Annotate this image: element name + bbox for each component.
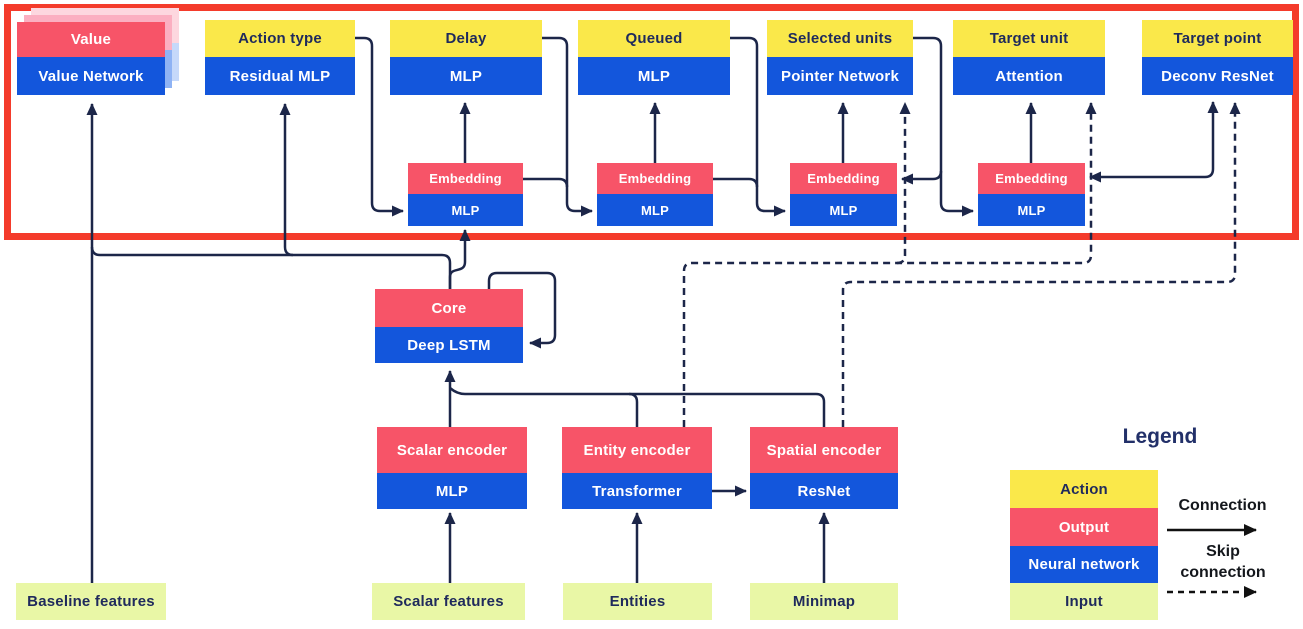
node-target-point: Target point Deconv ResNet — [1142, 20, 1293, 95]
connector-core-to-action-type — [279, 103, 294, 257]
connector-core-to-embedding-1 — [448, 229, 471, 289]
scalar-encoder-network-label: MLP — [377, 473, 527, 509]
action-type-label: Action type — [205, 20, 355, 57]
delay-label: Delay — [390, 20, 542, 57]
scalar-features-label: Scalar features — [372, 583, 525, 620]
connector-selected-units-to-embedding3 — [901, 170, 943, 185]
legend-connection-label: Connection — [1178, 497, 1267, 514]
value-network-label: Value Network — [17, 57, 165, 95]
legend-output-swatch: Output — [1010, 508, 1158, 546]
embedding2-network-label: MLP — [597, 194, 713, 226]
node-selected-units: Selected units Pointer Network — [767, 20, 913, 95]
delay-network-label: MLP — [390, 57, 542, 95]
action-type-network-label: Residual MLP — [205, 57, 355, 95]
embedding2-label: Embedding — [597, 163, 713, 194]
connector-selected-units-to-embedding4 — [913, 36, 974, 217]
queued-label: Queued — [578, 20, 730, 57]
connector-spatial-encoder-to-core — [449, 387, 826, 427]
spatial-encoder-network-label: ResNet — [750, 473, 898, 509]
node-scalar-features: Scalar features — [372, 583, 525, 620]
skip-entity-to-attention — [682, 102, 1097, 427]
selected-units-network-label: Pointer Network — [767, 57, 913, 95]
value-output-label: Value — [17, 22, 165, 57]
embedding3-label: Embedding — [790, 163, 897, 194]
connector-embedding1-to-embedding2 — [523, 177, 569, 188]
node-spatial-encoder: Spatial encoder ResNet — [750, 427, 898, 509]
spatial-encoder-label: Spatial encoder — [750, 427, 898, 473]
heads-highlight-box — [4, 4, 1299, 240]
node-entity-encoder: Entity encoder Transformer — [562, 427, 712, 509]
selected-units-label: Selected units — [767, 20, 913, 57]
scalar-encoder-label: Scalar encoder — [377, 427, 527, 473]
target-unit-network-label: Attention — [953, 57, 1105, 95]
connector-delay-to-embedding2 — [542, 36, 593, 217]
node-queued: Queued MLP — [578, 20, 730, 95]
connector-embedding2-to-embedding3 — [713, 177, 759, 188]
embedding1-network-label: MLP — [408, 194, 523, 226]
baseline-features-label: Baseline features — [16, 583, 166, 620]
node-entities: Entities — [563, 583, 712, 620]
connector-core-to-value — [90, 246, 452, 289]
node-embedding-1: Embedding MLP — [408, 163, 523, 226]
core-label: Core — [375, 289, 523, 327]
legend-input-swatch: Input — [1010, 583, 1158, 620]
node-delay: Delay MLP — [390, 20, 542, 95]
embedding1-label: Embedding — [408, 163, 523, 194]
legend-network-swatch: Neural network — [1010, 546, 1158, 583]
entity-encoder-network-label: Transformer — [562, 473, 712, 509]
node-core: Core Deep LSTM — [375, 289, 523, 363]
node-minimap: Minimap — [750, 583, 898, 620]
node-value: Value Value Network — [17, 22, 165, 95]
legend-title: Legend — [1122, 425, 1198, 448]
connector-action-type-to-embedding1 — [355, 36, 404, 217]
node-scalar-encoder: Scalar encoder MLP — [377, 427, 527, 509]
node-embedding-2: Embedding MLP — [597, 163, 713, 226]
entity-encoder-label: Entity encoder — [562, 427, 712, 473]
node-action-type: Action type Residual MLP — [205, 20, 355, 95]
connector-entity-encoder-to-core — [628, 392, 639, 427]
legend-skip-connection-label: Skip connection — [1180, 543, 1266, 581]
core-network-label: Deep LSTM — [375, 327, 523, 363]
embedding4-network-label: MLP — [978, 194, 1085, 226]
target-point-network-label: Deconv ResNet — [1142, 57, 1293, 95]
node-target-unit: Target unit Attention — [953, 20, 1105, 95]
target-point-label: Target point — [1142, 20, 1293, 57]
node-embedding-3: Embedding MLP — [790, 163, 897, 226]
legend-action-swatch: Action — [1010, 470, 1158, 508]
connector-embedding4-to-deconv — [1204, 101, 1219, 179]
legend-swatches: Action Output Neural network Input — [1010, 470, 1158, 620]
skip-entity-to-pointer-network — [896, 102, 911, 265]
queued-network-label: MLP — [578, 57, 730, 95]
skip-spatial-to-deconv — [841, 102, 1241, 427]
connector-queued-to-embedding3 — [730, 36, 786, 217]
embedding4-label: Embedding — [978, 163, 1085, 194]
minimap-label: Minimap — [750, 583, 898, 620]
entities-label: Entities — [563, 583, 712, 620]
node-embedding-4: Embedding MLP — [978, 163, 1085, 226]
target-unit-label: Target unit — [953, 20, 1105, 57]
embedding3-network-label: MLP — [790, 194, 897, 226]
node-baseline-features: Baseline features — [16, 583, 166, 620]
connector-core-recurrent-loop — [487, 271, 557, 349]
